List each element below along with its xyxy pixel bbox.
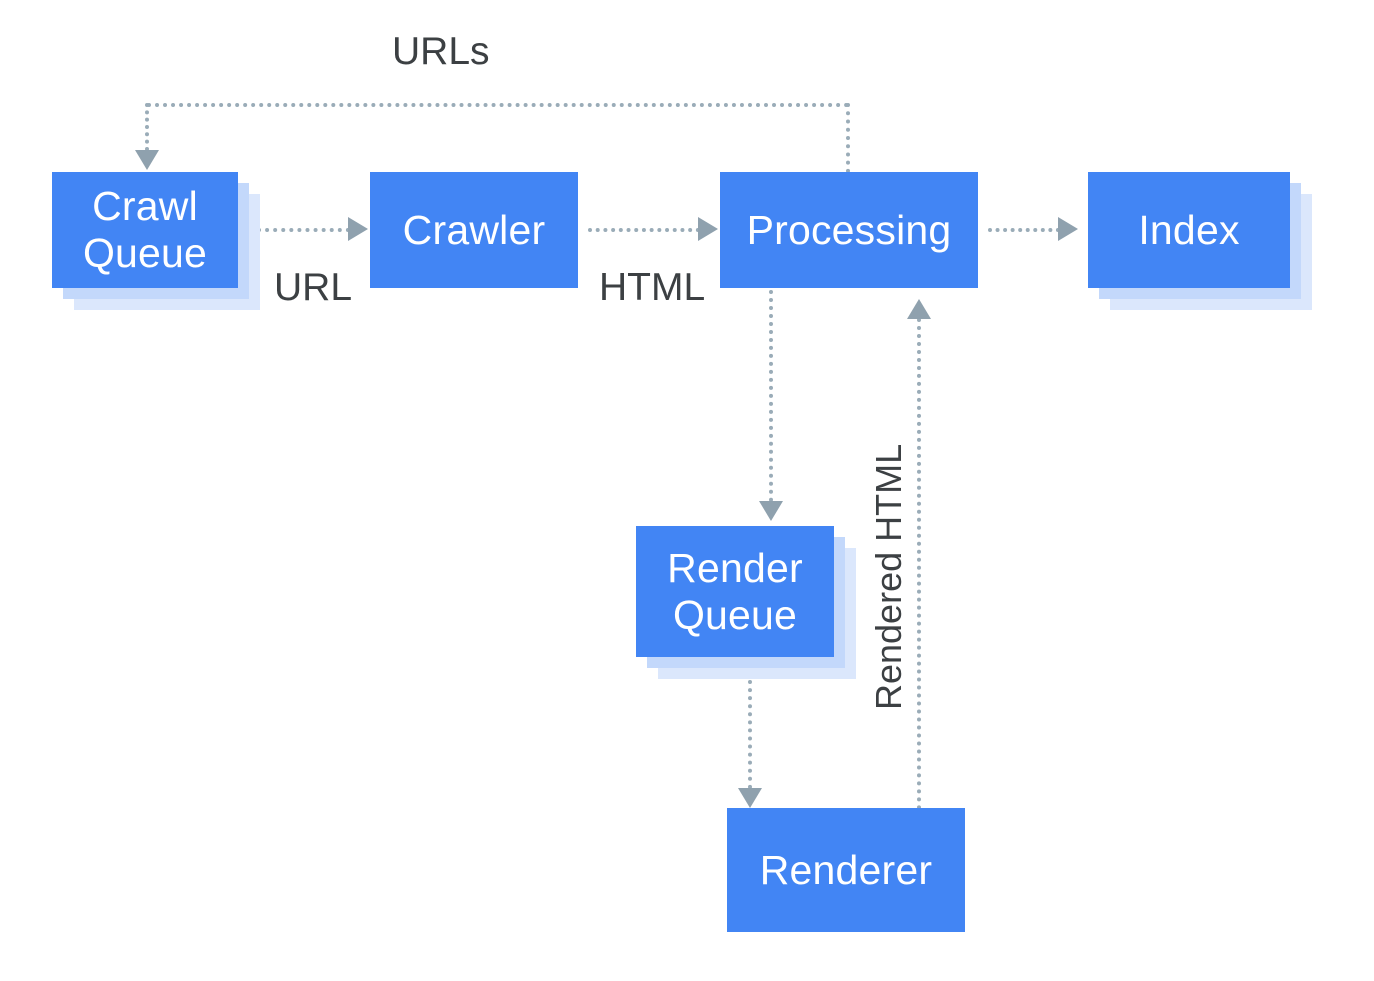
edge-html-arrowhead [698, 217, 718, 241]
edge-url-arrowhead [348, 217, 368, 241]
node-processing-label: Processing [746, 206, 952, 253]
edge-label-html: HTML [599, 266, 706, 309]
edge-urls-horizontal [147, 103, 849, 107]
node-render-queue[interactable]: Render Queue [636, 526, 856, 679]
edge-label-url: URL [274, 266, 353, 309]
node-render-queue-face: Render Queue [636, 526, 834, 657]
edge-processing-index-line [988, 228, 1060, 232]
node-crawler[interactable]: Crawler [370, 172, 578, 288]
edge-processing-renderqueue-arrowhead [759, 501, 783, 521]
node-render-queue-label: Render Queue [667, 544, 803, 638]
node-crawler-label: Crawler [402, 206, 546, 253]
edge-processing-renderqueue-line [769, 290, 773, 502]
edge-rendered-html-arrowhead [907, 299, 931, 319]
node-renderer-label: Renderer [759, 846, 933, 893]
edge-label-urls: URLs [392, 30, 490, 73]
edge-processing-index-arrowhead [1058, 217, 1078, 241]
node-renderer[interactable]: Renderer [727, 808, 965, 932]
edge-html-line [588, 228, 700, 232]
node-processing[interactable]: Processing [720, 172, 978, 288]
edge-renderqueue-renderer-arrowhead [738, 788, 762, 808]
edge-label-rendered-html: Rendered HTML [868, 443, 909, 710]
node-crawl-queue-face: Crawl Queue [52, 172, 238, 288]
edge-urls-arrowhead [135, 150, 159, 170]
node-crawler-face: Crawler [370, 172, 578, 288]
node-index-label: Index [1138, 206, 1240, 253]
edge-url-line [257, 228, 350, 232]
node-crawl-queue[interactable]: Crawl Queue [52, 172, 260, 310]
node-renderer-face: Renderer [727, 808, 965, 932]
node-index[interactable]: Index [1088, 172, 1312, 310]
node-processing-face: Processing [720, 172, 978, 288]
edge-urls-descender [145, 103, 149, 151]
edge-urls-riser [846, 103, 850, 173]
node-index-face: Index [1088, 172, 1290, 288]
node-crawl-queue-label: Crawl Queue [82, 183, 208, 276]
edge-rendered-html-line [917, 318, 921, 810]
edge-renderqueue-renderer-line [748, 672, 752, 789]
